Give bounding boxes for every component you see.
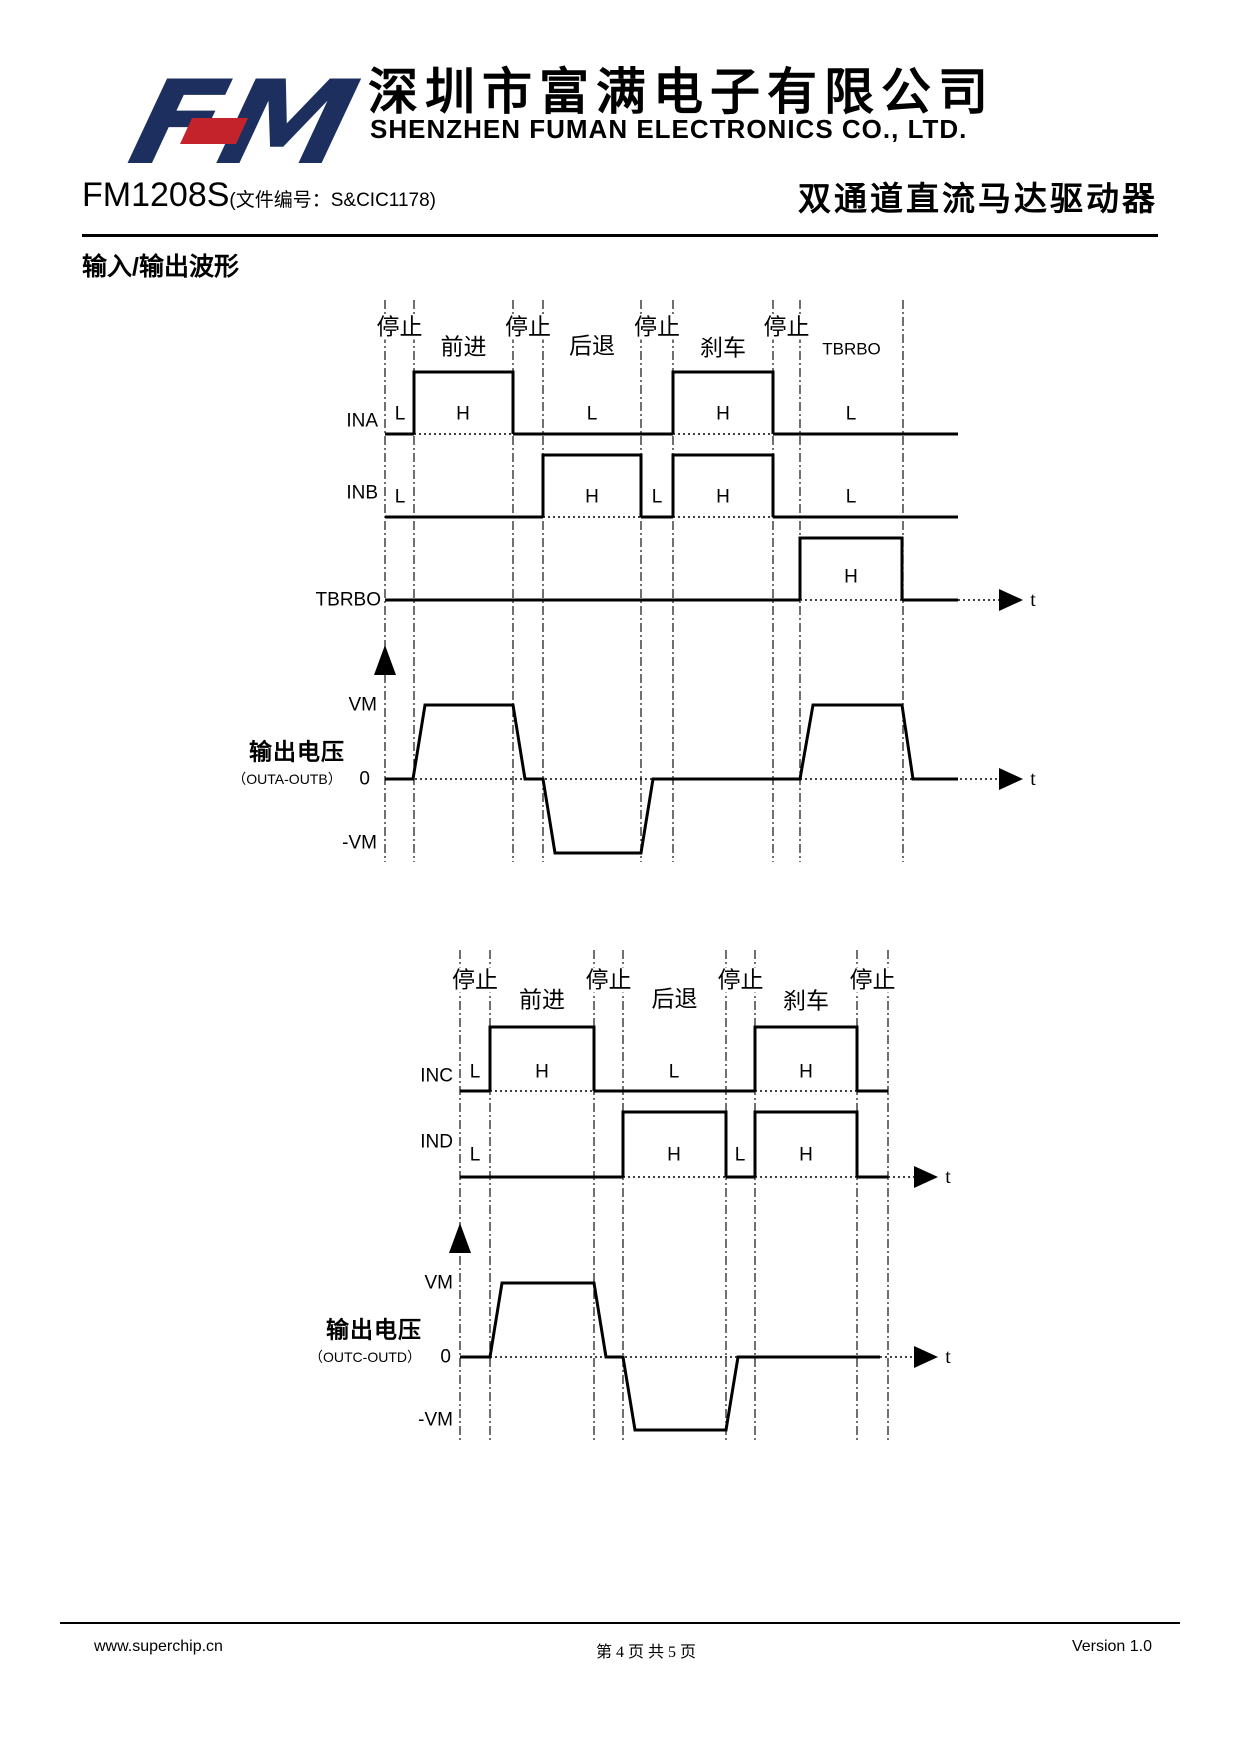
company-name-cn: 深圳市富满电子有限公司 [368, 64, 995, 120]
time-arrow-icon [999, 589, 1023, 611]
time-arrow-icon [999, 768, 1023, 790]
footer-page-info: 第 4 页 共 5 页 [595, 1644, 697, 1661]
product-title: 双通道直流马达驱动器 [798, 182, 1158, 218]
signal-pulse [488, 1025, 596, 1091]
fm-logo-red-bar [180, 118, 248, 144]
part-number-line: FM1208S(文件编号：S&CIC1178) [82, 176, 436, 215]
signal-pulse [753, 1025, 859, 1091]
output-waveform [460, 1281, 880, 1432]
footer-version: Version 1.0 [1071, 1638, 1152, 1655]
time-arrow-icon [914, 1346, 938, 1368]
part-number: FM1208S [82, 176, 230, 214]
doc-number: (文件编号：S&CIC1178) [229, 190, 436, 211]
voltage-axis-arrow-icon [374, 645, 396, 675]
signal-pulse [798, 536, 904, 600]
signal-pulse [753, 1110, 859, 1177]
voltage-axis-arrow-icon [449, 1223, 471, 1253]
fm-logo: FM [112, 56, 370, 191]
section-title: 输入/输出波形 [82, 253, 239, 281]
footer-rule [60, 1622, 1180, 1624]
signal-pulse [671, 370, 775, 434]
signal-pulse [621, 1110, 728, 1177]
signal-pulse [412, 370, 515, 434]
company-name-en: SHENZHEN FUMAN ELECTRONICS CO., LTD. [370, 114, 968, 144]
signal-pulse [541, 453, 643, 517]
signal-pulse [671, 453, 775, 517]
output-waveform [385, 703, 958, 855]
footer-website: www.superchip.cn [94, 1638, 223, 1655]
header-rule [82, 234, 1158, 237]
time-arrow-icon [914, 1166, 938, 1188]
